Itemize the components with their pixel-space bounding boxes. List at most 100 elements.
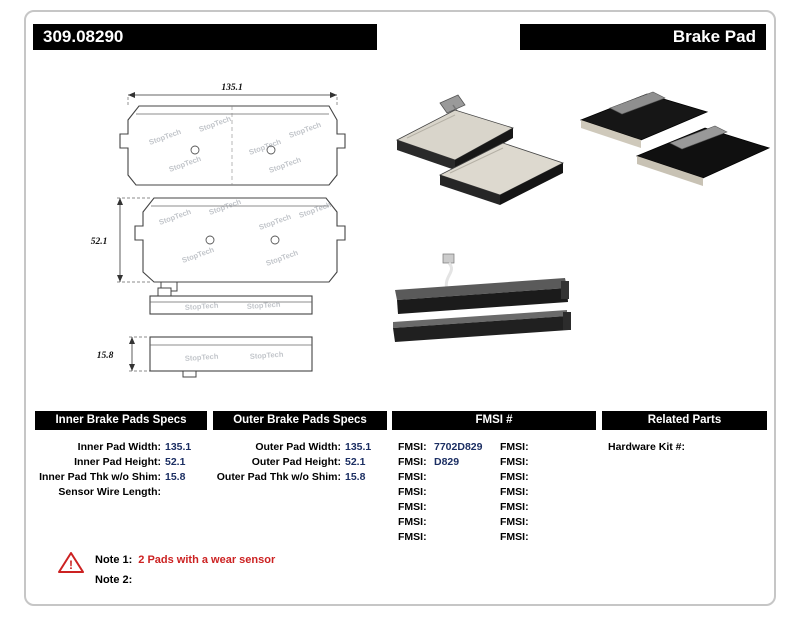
pad-top-edge-view: StopTech StopTech: [149, 287, 313, 315]
related-parts-header: Related Parts: [602, 411, 767, 430]
width-dimension-label: 135.1: [221, 83, 242, 93]
fmsi-value: [534, 470, 536, 485]
pad-side-edge-view: StopTech StopTech: [149, 336, 313, 378]
spec-row: Outer Pad Thk w/o Shim: 15.8: [213, 470, 387, 485]
fmsi-label: FMSI:: [398, 501, 427, 513]
note-1-text: 2 Pads with a wear sensor: [138, 554, 276, 566]
related-value: [685, 440, 687, 455]
fmsi-row: FMSI:: [500, 455, 596, 470]
fmsi-value: [534, 500, 536, 515]
spec-row: Sensor Wire Length:: [35, 485, 207, 500]
fmsi-value: [534, 485, 536, 500]
spec-value: 15.8: [345, 471, 366, 483]
spec-row: Outer Pad Width: 135.1: [213, 440, 387, 455]
spec-row: Inner Pad Thk w/o Shim: 15.8: [35, 470, 207, 485]
dimension-drawing: 135.1 StopTech StopTech StopTech StopTec…: [91, 83, 346, 378]
related-parts-column: Hardware Kit #:: [608, 440, 766, 455]
note-1: Note 1: 2 Pads with a wear sensor: [95, 554, 275, 566]
fmsi-value: 7702D829: [434, 441, 483, 453]
spec-label: Sensor Wire Length:: [58, 486, 161, 498]
product-photo-edge-view: [393, 253, 571, 342]
fmsi-label: FMSI:: [500, 501, 529, 513]
fmsi-header: FMSI #: [392, 411, 596, 430]
fmsi-label: FMSI:: [398, 516, 427, 528]
fmsi-label: FMSI:: [500, 441, 529, 453]
spec-value: 135.1: [345, 441, 372, 453]
stoptech-watermark: StopTech: [247, 300, 282, 311]
spec-value: 52.1: [165, 456, 186, 468]
part-number: 309.08290: [43, 27, 124, 46]
stoptech-watermark: StopTech: [250, 350, 285, 361]
fmsi-label: FMSI:: [500, 531, 529, 543]
fmsi-label: FMSI:: [398, 531, 427, 543]
width-dimension: 135.1: [127, 83, 338, 105]
spec-label: Outer Pad Thk w/o Shim:: [216, 471, 341, 483]
fmsi-label: FMSI:: [500, 516, 529, 528]
height-dimension-label: 52.1: [91, 237, 108, 247]
fmsi-value: [432, 530, 434, 545]
product-photo-friction-side: [395, 94, 565, 205]
fmsi-label: FMSI:: [500, 456, 529, 468]
fmsi-label: FMSI:: [500, 486, 529, 498]
fmsi-row: FMSI: 7702D829: [398, 440, 496, 455]
spec-value: 135.1: [165, 441, 192, 453]
fmsi-row: FMSI:: [500, 530, 596, 545]
fmsi-value: [432, 470, 434, 485]
note-1-label: Note 1:: [95, 554, 133, 566]
fmsi-row: FMSI:: [500, 500, 596, 515]
part-number-bar: 309.08290: [33, 24, 377, 50]
fmsi-row: FMSI: D829: [398, 455, 496, 470]
inner-specs-header: Inner Brake Pads Specs: [35, 411, 207, 430]
fmsi-label: FMSI:: [398, 456, 427, 468]
spec-row: Inner Pad Width:135.1: [35, 440, 207, 455]
related-label: Hardware Kit #:: [608, 441, 686, 453]
fmsi-value: [432, 500, 434, 515]
fmsi-label: FMSI:: [500, 471, 529, 483]
height-dimension: 52.1: [91, 197, 151, 283]
related-row: Hardware Kit #:: [608, 440, 766, 455]
product-photos: [393, 91, 771, 342]
fmsi-value: [534, 440, 536, 455]
fmsi-value: [534, 515, 536, 530]
product-photo-backing-side: [579, 91, 771, 186]
fmsi-label: FMSI:: [398, 486, 427, 498]
fmsi-value: [432, 485, 434, 500]
spec-label: Outer Pad Width:: [255, 441, 341, 453]
note-2-label: Note 2:: [95, 574, 133, 586]
fmsi-row: FMSI:: [398, 515, 496, 530]
spec-row: Inner Pad Height: 52.1: [35, 455, 207, 470]
fmsi-row: FMSI:: [398, 530, 496, 545]
spec-value: [161, 485, 207, 500]
fmsi-row: FMSI:: [398, 485, 496, 500]
spec-value: 52.1: [345, 456, 366, 468]
fmsi-label: FMSI:: [398, 471, 427, 483]
fmsi-row: FMSI:: [500, 470, 596, 485]
pad-back-view: StopTech StopTech StopTech StopTech Stop…: [134, 197, 346, 310]
fmsi-value: [432, 515, 434, 530]
product-type: Brake Pad: [672, 27, 756, 46]
fmsi-row: FMSI:: [500, 485, 596, 500]
product-type-bar: Brake Pad: [520, 24, 766, 50]
outer-specs-column: Outer Pad Width: 135.1 Outer Pad Height: 5…: [213, 440, 387, 485]
inner-specs-column: Inner Pad Width:135.1 Inner Pad Height: 5…: [35, 440, 207, 500]
spec-label: Inner Pad Thk w/o Shim:: [39, 471, 161, 483]
spec-label: Outer Pad Height:: [251, 456, 341, 468]
fmsi-row: FMSI:: [398, 500, 496, 515]
spec-value: 15.8: [165, 471, 186, 483]
fmsi-value: D829: [434, 456, 460, 468]
fmsi-row: FMSI:: [500, 515, 596, 530]
stoptech-watermark: StopTech: [185, 301, 220, 312]
spec-label: Inner Pad Height:: [74, 456, 161, 468]
thickness-dimension-label: 15.8: [97, 351, 114, 361]
page-border-frame: [24, 10, 776, 606]
stoptech-watermark: StopTech: [185, 352, 220, 363]
warning-triangle-icon: !: [58, 552, 84, 573]
fmsi-label: FMSI:: [398, 441, 427, 453]
fmsi-left-column: FMSI: 7702D829 FMSI: D829 FMSI: FMSI: FMSI…: [398, 440, 496, 545]
outer-specs-header: Outer Brake Pads Specs: [213, 411, 387, 430]
note-2: Note 2:: [95, 574, 138, 586]
warning-exclamation: !: [69, 558, 73, 572]
fmsi-value: [534, 455, 536, 470]
fmsi-right-column: FMSI: FMSI: FMSI: FMSI: FMSI: FMSI: FMSI…: [500, 440, 596, 545]
fmsi-row: FMSI:: [398, 470, 496, 485]
